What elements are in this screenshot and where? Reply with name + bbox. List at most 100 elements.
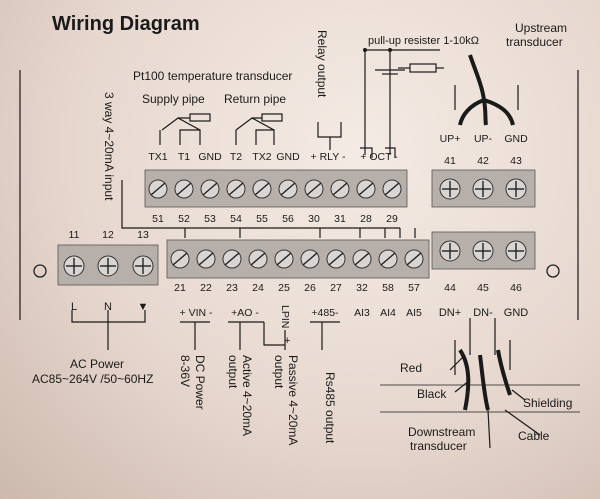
pullup-node-left (363, 48, 367, 52)
lower-group-label-5: AI5 (406, 307, 422, 319)
upper-terminal-56-screw-slot (280, 182, 296, 196)
downstream-terminal-45-number: 45 (477, 282, 489, 294)
downstream-terminal-46-label: GND (504, 307, 529, 319)
upstream-terminal-42-number: 42 (477, 155, 489, 167)
supply-pt100-legs (159, 129, 201, 145)
upper-terminal-54-number: 54 (230, 213, 242, 225)
upper-terminal-52-screw (174, 179, 194, 199)
upper-terminal-52-number: 52 (178, 213, 190, 225)
upper-terminal-53-label: GND (198, 151, 222, 163)
lower-terminal-25-number: 25 (278, 282, 290, 294)
upper-terminal-31-screw (330, 179, 350, 199)
mount-hole-left (33, 264, 47, 278)
upstream-terminal-42-label: UP- (474, 133, 493, 145)
upstream-terminal-42-screw (472, 178, 494, 200)
power-terminal-13-number: 13 (137, 229, 149, 241)
rs485-bracket (310, 321, 340, 350)
upstream-terminal-41-label: UP+ (440, 133, 461, 145)
return-pipe-label: Return pipe (224, 92, 286, 106)
supply-pt100-wire (161, 117, 190, 131)
upper-terminal-29-screw (382, 179, 402, 199)
upstream-terminal-41-screw (439, 178, 461, 200)
lower-terminal-25-screw-slot (276, 252, 292, 266)
upper-terminal-56-screw (278, 179, 298, 199)
power-terminal-13-screw (132, 255, 154, 277)
shielding-label: Shielding (523, 396, 572, 410)
lower-group-label-0: + VIN - (180, 307, 213, 319)
lower-group-label-1: +AO - (231, 307, 259, 319)
power-terminal-13-label: ▼ (138, 301, 149, 313)
upstream-terminal-43-number: 43 (510, 155, 522, 167)
upper-terminal-28-number: 28 (360, 213, 372, 225)
downstream-cable (458, 348, 512, 411)
upper-terminal-30-number: 30 (308, 213, 320, 225)
active-label-1: Active 4~20mA (240, 355, 254, 436)
downstream-terminal-45-screw (472, 240, 494, 262)
lower-terminal-58-screw-slot (380, 252, 396, 266)
downstream-probe (487, 409, 491, 449)
upper-terminal-30-screw (304, 179, 324, 199)
power-terminal-block: 11L 12N 13 ▼ (57, 229, 159, 313)
cable-pointer (504, 409, 541, 436)
return-pt100-legs (235, 129, 275, 145)
upper-terminal-55-label: TX2 (252, 151, 271, 163)
upper-terminal-31-number: 31 (334, 213, 346, 225)
upper-terminal-54-screw-slot (228, 182, 244, 196)
upper-terminal-28-screw-slot (358, 182, 374, 196)
dc-power-label-2: 8-36V (178, 355, 192, 387)
active-bracket (228, 321, 264, 350)
input-4-20-wire (121, 180, 416, 238)
lower-terminal-27-screw (326, 249, 346, 269)
power-terminal-11-number: 11 (69, 229, 80, 241)
downstream-wires (469, 318, 496, 355)
upstream-label-2: transducer (506, 35, 563, 49)
upper-terminal-51-screw (148, 179, 168, 199)
downstream-label-1: Downstream (408, 425, 475, 439)
return-pt100-wire (235, 117, 262, 131)
lower-terminal-27-screw-slot (328, 252, 344, 266)
downstream-terminal-46-screw (505, 240, 527, 262)
upper-terminal-28-screw (356, 179, 376, 199)
downstream-terminal-45-label: DN- (473, 307, 493, 319)
power-terminal-11-screw (63, 255, 85, 277)
upper-terminal-52-label: T1 (178, 151, 190, 163)
lower-group-label-4: AI4 (380, 307, 396, 319)
lower-terminal-32-screw (352, 249, 372, 269)
passive-label-1: Passive 4~20mA (286, 355, 300, 445)
downstream-terminal-44-label: DN+ (439, 307, 461, 319)
lower-terminal-25-screw (274, 249, 294, 269)
lower-terminal-58-screw (378, 249, 398, 269)
upper-terminal-28-label: + OCT - (360, 151, 398, 163)
mount-hole-right (546, 264, 560, 278)
upper-terminal-51-label: TX1 (148, 151, 167, 163)
power-terminal-12-number: 12 (102, 229, 114, 241)
lower-terminal-57-number: 57 (408, 282, 420, 294)
upper-terminal-29-number: 29 (386, 213, 398, 225)
black-label: Black (417, 387, 447, 401)
lower-group-label-2: +485- (311, 307, 339, 319)
power-terminal-11-label: L (71, 301, 77, 313)
lower-terminal-27-number: 27 (330, 282, 342, 294)
lower-terminal-23-number: 23 (226, 282, 238, 294)
lower-terminal-26-number: 26 (304, 282, 316, 294)
return-pt100-wire2 (251, 117, 275, 131)
passive-label-2: output (272, 355, 286, 389)
lower-terminal-21-screw-slot (172, 252, 188, 266)
supply-pt100-resistor (189, 113, 211, 122)
downstream-terminal-44-number: 44 (444, 282, 456, 294)
diagram-title: Wiring Diagram (52, 13, 200, 35)
passive-bracket (263, 322, 286, 350)
downstream-terminal-46-number: 46 (510, 282, 522, 294)
downstream-terminal-44-screw (439, 240, 461, 262)
oct-bracket (360, 147, 396, 158)
downstream-shield (454, 340, 511, 375)
pullup-resistor (409, 63, 437, 73)
upper-terminal-53-screw-slot (202, 182, 218, 196)
upstream-terminal-43-label: GND (504, 133, 528, 145)
power-terminal-12-screw (97, 255, 119, 277)
power-terminal-12-label: N (104, 301, 112, 313)
